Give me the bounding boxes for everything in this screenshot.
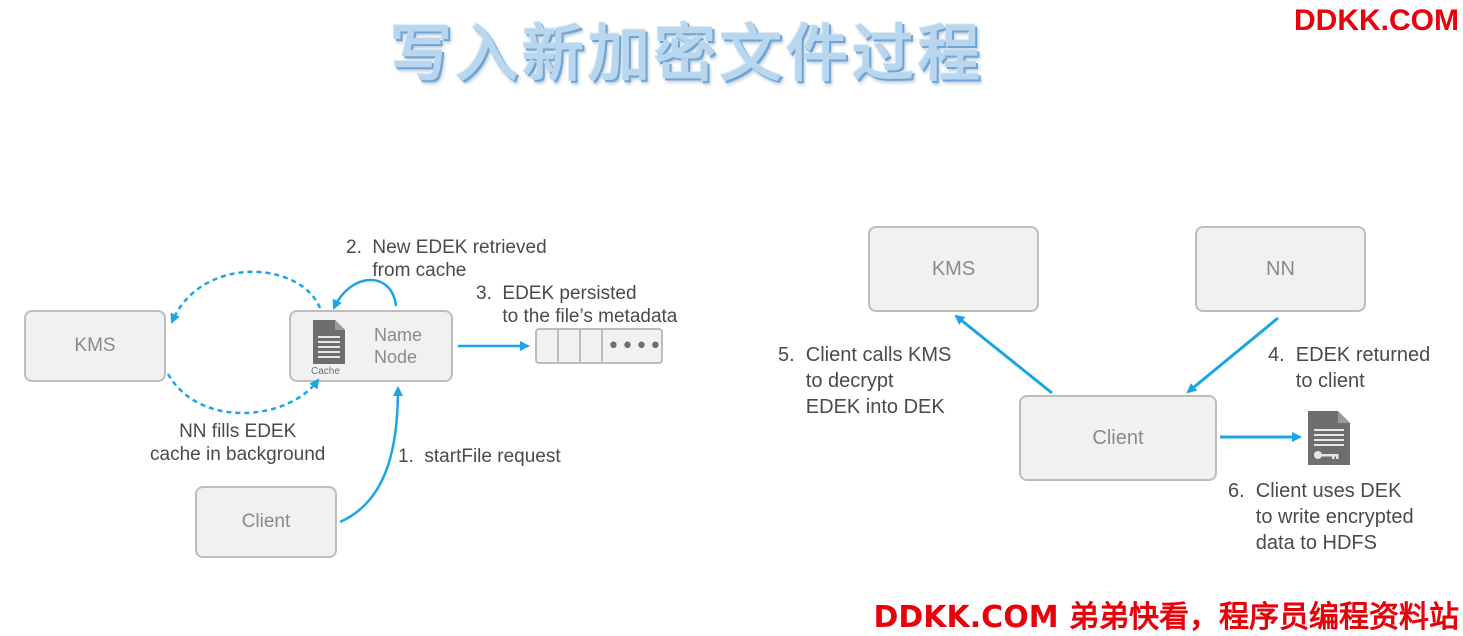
step6-label: 6. Client uses DEK to write encrypted da… — [1228, 480, 1414, 554]
kms-label: KMS — [74, 335, 116, 356]
file-metadata-strip: •••• — [535, 328, 663, 364]
arrow-nn-fills-top — [170, 270, 322, 324]
namenode-box: Cache Name Node — [289, 310, 453, 382]
nn-label: NN — [1266, 257, 1295, 280]
file-icon — [311, 318, 347, 378]
step3-label: 3. EDEK persisted to the file’s metadata — [476, 283, 678, 327]
footer-brand: DDKK.COM 弟弟快看，程序员编程资料站 — [873, 600, 1459, 635]
step5-label: 5. Client calls KMS to decrypt EDEK into… — [778, 344, 952, 418]
client-box-left: Client — [195, 486, 337, 558]
arrow-nn-fills-bottom — [166, 373, 320, 415]
arrow-retrieve-from-cache — [332, 278, 398, 310]
cache-label: Cache — [311, 366, 340, 377]
kms-box-right: KMS — [868, 226, 1039, 312]
step4-label: 4. EDEK returned to client — [1268, 344, 1431, 392]
arrow-client-to-kms — [954, 314, 1053, 395]
client-label-right: Client — [1092, 426, 1144, 449]
kms-label-right: KMS — [931, 257, 976, 280]
step1-label: 1. startFile request — [398, 446, 561, 467]
fill-label: NN fills EDEK cache in background — [150, 421, 326, 465]
step2-label: 2. New EDEK retrieved from cache — [346, 237, 547, 281]
namenode-label: Name Node — [374, 325, 423, 367]
ellipsis-dots: •••• — [607, 334, 663, 359]
encrypted-file-key-icon — [1306, 409, 1352, 471]
kms-box: KMS — [24, 310, 166, 382]
client-box-right: Client — [1019, 395, 1217, 481]
client-label-left: Client — [241, 511, 291, 532]
arrow-startfile-request — [339, 386, 403, 524]
brand-logo: DDKK.COM — [1294, 4, 1459, 37]
arrow-nn-to-client — [1186, 316, 1279, 394]
page-title: 写入新加密文件过程 — [390, 17, 985, 90]
nn-box: NN — [1195, 226, 1366, 312]
